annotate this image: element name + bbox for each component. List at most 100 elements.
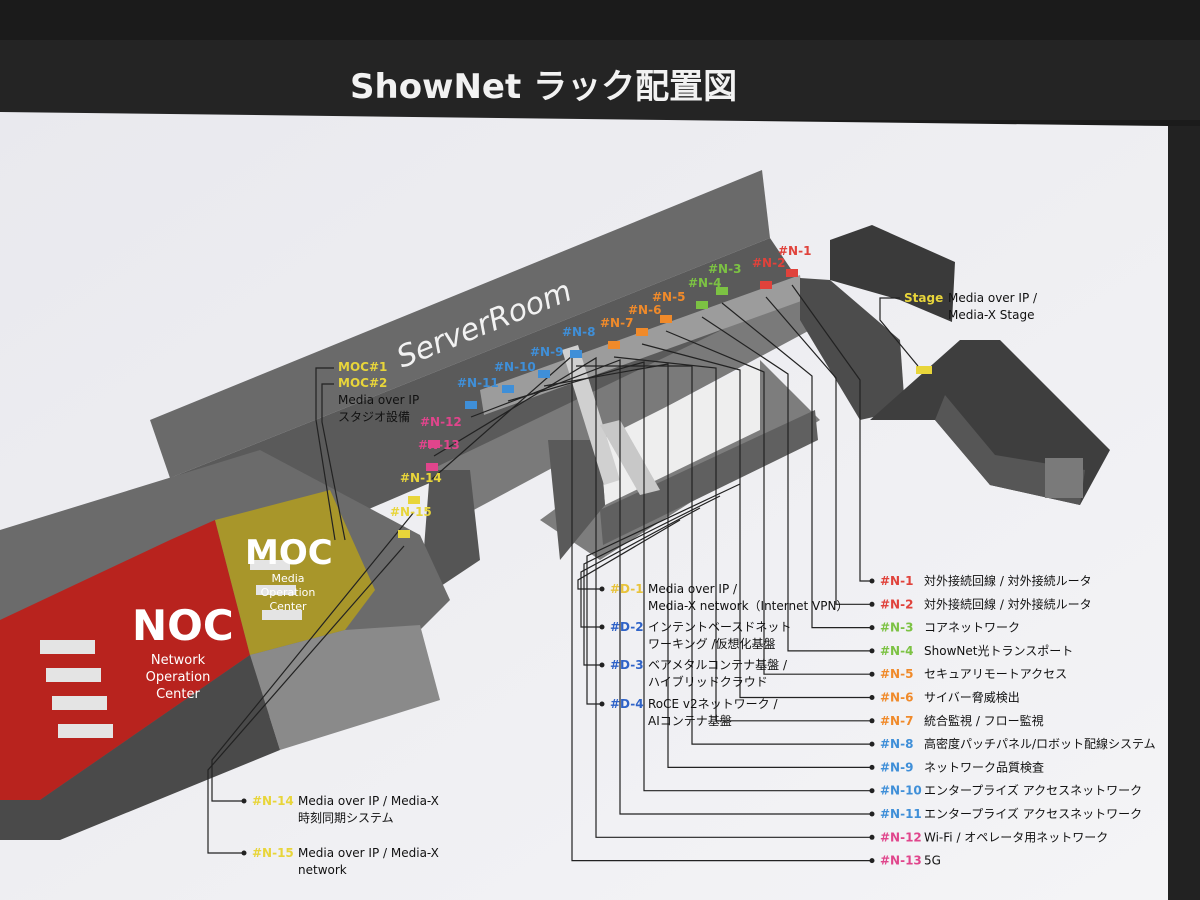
legend-bullet xyxy=(599,624,605,630)
rack-labels: #N-1#N-2#N-3#N-4#N-5#N-6#N-7#N-8#N-9#N-1… xyxy=(390,244,811,538)
noc-subtitle-line: Operation xyxy=(146,670,211,685)
legend-n-id: #N-1 xyxy=(880,574,913,588)
stage-callout-tag: Stage xyxy=(904,291,943,305)
legend-n-id: #N-11 xyxy=(880,807,922,821)
legend-bullet xyxy=(599,662,605,668)
board-edge xyxy=(1168,126,1200,900)
leader-line xyxy=(721,302,870,629)
legend-n-text: サイバー脅威検出 xyxy=(924,690,1020,705)
legend-d-text: Media-X network（Internet VPN） xyxy=(648,599,848,613)
building-entrance xyxy=(250,625,440,750)
rack-light xyxy=(760,281,772,289)
legend-bullet xyxy=(869,741,875,747)
rack-label: #N-9 xyxy=(530,345,563,359)
rack-light xyxy=(502,385,514,393)
page-title: ShowNet ラック配置図 xyxy=(350,67,737,107)
leader-line xyxy=(791,284,870,582)
stage-equipment xyxy=(1045,458,1083,498)
leader-line xyxy=(613,356,870,722)
legend-n-text: ShowNet光トランスポート xyxy=(924,644,1073,658)
rack-label: #N-15 xyxy=(390,505,432,519)
leader-line xyxy=(507,361,870,792)
leader-line xyxy=(433,356,870,838)
legend: #D-1 Media over IP / Media-X network（Inter… xyxy=(241,573,1156,877)
stage-upper-box xyxy=(830,225,955,322)
truss-right xyxy=(600,420,660,495)
moc-desk-2 xyxy=(256,585,296,595)
noc-desk-2 xyxy=(46,668,101,682)
legend-bullet xyxy=(869,718,875,724)
legend-n-text: 対外接続回線 / 対外接続ルータ xyxy=(924,573,1092,588)
cable-tray xyxy=(480,275,804,415)
rack-label: #N-6 xyxy=(628,303,661,317)
legend-bullet xyxy=(869,625,875,631)
legend-bottom-text: Media over IP / Media-X xyxy=(298,846,439,860)
legend-d-id: #D-2 xyxy=(610,620,644,634)
legend-n-id: #N-3 xyxy=(880,621,913,635)
legend-bullet xyxy=(869,764,875,770)
legend-bullet xyxy=(599,701,605,707)
legend-n-text: エンタープライズ アクセスネットワーク xyxy=(924,806,1142,821)
rack-light xyxy=(696,301,708,309)
leader-line xyxy=(315,367,336,541)
legend-n-text: コアネットワーク xyxy=(924,621,1020,635)
legend-bullet xyxy=(869,601,875,607)
legend-n-id: #N-10 xyxy=(880,784,922,798)
legend-bottom-text: network xyxy=(298,863,347,877)
rack-label: #N-7 xyxy=(600,316,633,330)
legend-n-text: Wi-Fi / オペレータ用ネットワーク xyxy=(924,830,1108,844)
leader-line xyxy=(701,316,870,652)
moc-callout-desc: スタジオ設備 xyxy=(338,409,410,424)
rack-light xyxy=(428,440,440,448)
legend-bottom-text: 時刻同期システム xyxy=(298,811,394,825)
rack-label: #N-13 xyxy=(418,438,460,452)
legend-bullet xyxy=(869,578,875,584)
rack-label: #N-10 xyxy=(494,360,536,374)
building-front-wall xyxy=(0,655,280,840)
title-banner xyxy=(0,40,1200,120)
legend-bullet xyxy=(869,788,875,794)
legend-bullet xyxy=(869,811,875,817)
legend-bottom-text: Media over IP / Media-X xyxy=(298,794,439,808)
moc-desk-1 xyxy=(250,560,290,570)
rack-label: #N-1 xyxy=(778,244,811,258)
leader-line xyxy=(641,343,870,699)
noc-desk-1 xyxy=(40,640,95,654)
moc-callout-id: MOC#2 xyxy=(338,376,387,390)
legend-d-id: #D-4 xyxy=(610,697,644,711)
noc-title: NOC xyxy=(132,601,234,650)
server-room-back-wall xyxy=(150,170,770,478)
rack-label: #N-11 xyxy=(457,376,499,390)
leader-line xyxy=(211,511,415,802)
rack-light xyxy=(716,287,728,295)
rack-light xyxy=(538,370,550,378)
legend-n-id: #N-4 xyxy=(880,644,913,658)
legend-bullet xyxy=(869,671,875,677)
leader-line xyxy=(583,495,721,666)
moc-floor xyxy=(215,490,375,655)
legend-d-text: ベアメタルコンテナ基盤 / xyxy=(648,658,788,672)
legend-bottom-id: #N-14 xyxy=(252,794,294,808)
legend-d-id: #D-3 xyxy=(610,658,644,672)
legend-d-text: RoCE v2ネットワーク / xyxy=(648,697,778,711)
rack-light xyxy=(786,269,798,277)
rack-light xyxy=(465,401,477,409)
rack-light xyxy=(408,496,420,504)
rack-label: #N-2 xyxy=(752,256,785,270)
moc-subtitle-line: Media xyxy=(271,572,304,585)
legend-bullet xyxy=(241,850,247,856)
rack-light xyxy=(426,463,438,471)
legend-d-id: #D-1 xyxy=(610,582,644,596)
rack-light xyxy=(570,350,582,358)
legend-d-text: Media over IP / xyxy=(648,582,738,596)
leader-lines xyxy=(207,284,919,862)
legend-n-id: #N-7 xyxy=(880,714,913,728)
rack-light xyxy=(636,328,648,336)
rack-light xyxy=(608,341,620,349)
legend-bullet xyxy=(869,858,875,864)
legend-n-id: #N-6 xyxy=(880,691,913,705)
stage-corridor xyxy=(800,278,905,420)
legend-bullet xyxy=(869,648,875,654)
